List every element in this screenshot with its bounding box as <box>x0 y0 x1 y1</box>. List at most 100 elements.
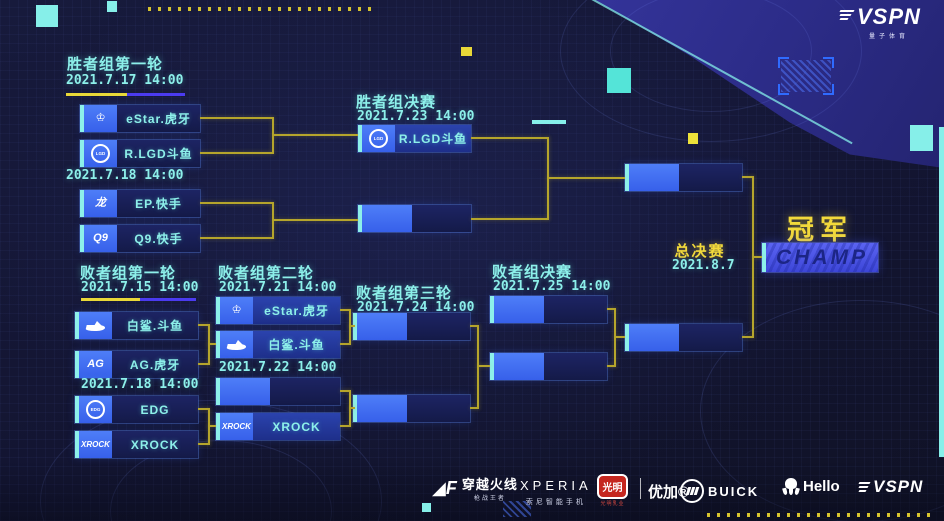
bracket-line <box>742 336 754 338</box>
cyan-square-decor <box>910 125 933 151</box>
baisha-shark-logo-icon <box>226 339 247 350</box>
team-slot-lr2-baisha: 白鲨.斗鱼 <box>216 331 340 358</box>
bracket-line <box>198 324 210 326</box>
bracket-line <box>752 256 762 258</box>
sponsor-vspn: VSPN <box>858 477 924 496</box>
round-date: 2021.7.24 14:00 <box>357 300 475 315</box>
sponsor-name: XPERIA <box>520 478 592 493</box>
sponsor-divider <box>640 478 641 499</box>
champion-box-text: CHAMP <box>766 243 878 272</box>
team-slot-gf-empty-1 <box>625 164 742 191</box>
edg-logo-icon: EDG <box>86 400 105 419</box>
team-slot-wr1-lgd: LGD R.LGD斗鱼 <box>80 140 200 167</box>
sponsor-youjia: 优加® <box>648 484 690 501</box>
team-slot-gf-empty-2 <box>625 324 742 351</box>
team-slot-lf-empty-2 <box>490 353 607 380</box>
estar-logo-icon: ♔ <box>231 304 242 316</box>
bracket-line <box>272 134 358 136</box>
bracket-line <box>200 152 273 154</box>
team-slot-lf-empty-1 <box>490 296 607 323</box>
ep-dragon-logo-icon: 龙 <box>95 197 106 209</box>
date-underline-decor <box>81 298 196 301</box>
team-name: AG.虎牙 <box>112 351 198 378</box>
bracket-line <box>340 390 351 392</box>
cyan-square-decor <box>422 503 431 512</box>
bracket-line <box>349 325 355 327</box>
team-name: Q9.快手 <box>117 225 200 252</box>
bracket-line <box>607 365 616 367</box>
team-slot-lr1-edg: EDG EDG <box>75 396 198 423</box>
team-slot-lr1-baisha: 白鲨.斗鱼 <box>75 312 198 339</box>
bracket-line <box>340 343 351 345</box>
round-title-losers-r1: 败者组第一轮 <box>80 265 177 282</box>
yellow-square-decor <box>688 133 698 144</box>
champion-box: CHAMP <box>762 243 878 272</box>
team-slot-lr3-empty-2 <box>353 395 470 422</box>
yellow-square-decor <box>461 47 472 56</box>
right-edge-cyan-strip <box>939 127 944 457</box>
bracket-line <box>614 336 625 338</box>
bracket-line <box>198 363 210 365</box>
sponsor-guangming: 光明 光明乳业 <box>597 474 628 507</box>
team-slot-lr2-estar: ♔ eStar.虎牙 <box>216 297 340 324</box>
sponsor-buick: BUICK <box>680 479 759 503</box>
team-name: R.LGD斗鱼 <box>117 140 200 167</box>
yellow-dotted-line-decor <box>148 7 374 11</box>
lgd-logo-icon: LGD <box>369 129 388 148</box>
buick-logo-icon <box>680 479 704 503</box>
team-slot-lr2-xrock: XROCK XROCK <box>216 413 340 440</box>
round-title-losers-final: 败者组决赛 <box>492 264 573 281</box>
bracket-line <box>340 425 351 427</box>
contour-line <box>610 0 812 112</box>
team-slot-lr1-xrock: XROCK XROCK <box>75 431 198 458</box>
vspn-speedlines-icon <box>839 10 855 20</box>
team-name: XROCK <box>253 413 340 440</box>
lgd-logo-icon: LGD <box>91 144 110 163</box>
baisha-shark-logo-icon <box>85 320 106 331</box>
round-title-winners-final: 胜者组决赛 <box>356 94 437 111</box>
team-slot-wf-lgd: LGD R.LGD斗鱼 <box>358 125 471 152</box>
sponsor-name: Hello <box>803 478 840 495</box>
cyan-square-decor <box>36 5 58 27</box>
bracket-line <box>208 343 216 345</box>
crossfire-logo-icon: ◢F <box>432 477 457 498</box>
team-slot-wr1-ep: 龙 EP.快手 <box>80 190 200 217</box>
bracket-line <box>470 325 479 327</box>
sponsor-crossfire: ◢F 穿越火线 枪战王者 <box>432 474 518 502</box>
bracket-line <box>200 117 273 119</box>
round-title-losers-r3: 败者组第三轮 <box>356 285 453 302</box>
sponsor-xperia: XPERIA 索尼智能手机 <box>520 478 592 507</box>
teal-square-decor <box>607 68 631 93</box>
vspn-speedlines-icon <box>858 482 871 492</box>
bracket-line <box>340 309 351 311</box>
team-slot-wr1-estar: ♔ eStar.虎牙 <box>80 105 200 132</box>
team-slot-wf-empty <box>358 205 471 232</box>
team-name: R.LGD斗鱼 <box>395 125 471 152</box>
round-date: 2021.7.18 14:00 <box>81 377 199 392</box>
q9-logo-icon: Q9 <box>93 232 108 244</box>
team-name: eStar.虎牙 <box>117 105 200 132</box>
vspn-logo-text: VSPN <box>857 4 921 29</box>
bracket-line <box>208 425 216 427</box>
team-name: EP.快手 <box>117 190 200 217</box>
grand-final-title: 总决赛 <box>674 243 726 260</box>
estar-logo-icon: ♔ <box>95 112 106 124</box>
sponsor-subtext: 枪战王者 <box>473 496 506 502</box>
round-title-losers-r2: 败者组第二轮 <box>218 265 315 282</box>
xrock-logo-icon: XROCK <box>81 439 110 449</box>
hello-octopus-logo-icon <box>782 478 800 496</box>
cyan-dash-decor <box>532 120 566 124</box>
xrock-logo-icon: XROCK <box>222 421 251 431</box>
sponsor-name: VSPN <box>873 477 924 496</box>
team-slot-lr3-empty-1 <box>353 313 470 340</box>
bracket-line <box>477 325 479 409</box>
grand-final-date: 2021.8.7 <box>672 258 735 273</box>
bracket-line <box>607 308 616 310</box>
round-date: 2021.7.15 14:00 <box>81 280 199 295</box>
hatch-patch-decor <box>503 501 531 517</box>
bracket-line <box>477 365 490 367</box>
sponsor-name: 穿越火线 <box>461 477 518 492</box>
team-slot-lr1-ag: AG AG.虎牙 <box>75 351 198 378</box>
bracket-line <box>470 407 479 409</box>
